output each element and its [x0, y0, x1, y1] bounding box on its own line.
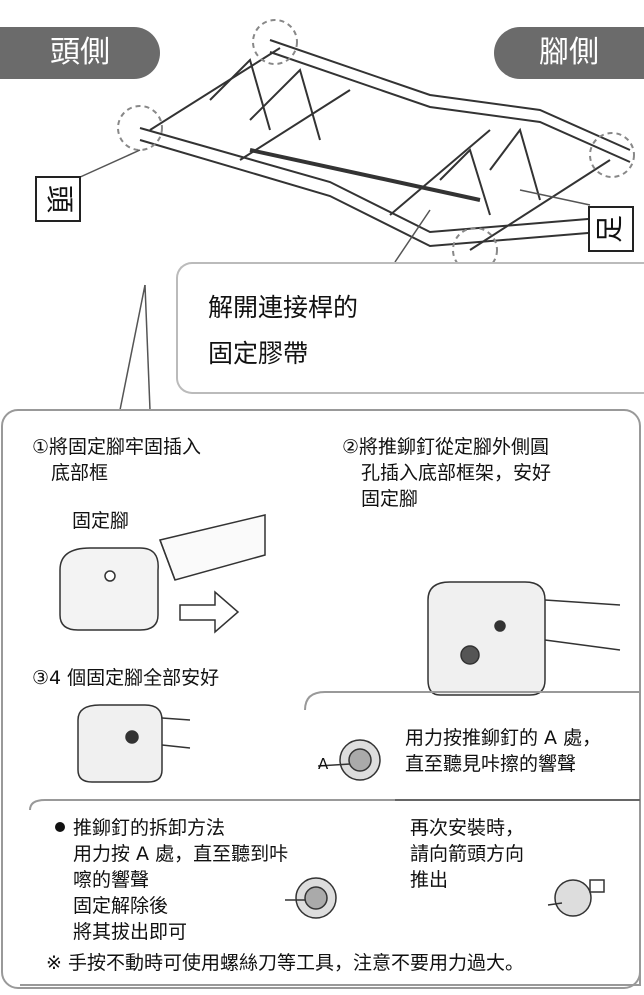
leader-detail [119, 284, 146, 411]
frame-rail-back-lower [269, 51, 631, 163]
head-mark-icon: 頭 [35, 176, 81, 222]
step1-label: 固定腳 [72, 510, 130, 532]
removal-text: 用力按 A 處，直至聽到咔 嚓的響聲 固定解除後 將其拔出即可 [73, 843, 289, 943]
press-box-outline [304, 691, 640, 711]
frame-rail-back [269, 39, 631, 151]
lift-arm-3 [439, 148, 491, 216]
dashed-circle-3 [589, 132, 635, 178]
press-text: 用力按推鉚釘的 A 處， 直至聽見咔擦的響聲 [405, 727, 602, 775]
lift-arm-1 [209, 58, 271, 131]
dashed-circle-4 [452, 227, 498, 273]
cross-member-head [149, 47, 281, 131]
step3-drawing [77, 704, 191, 783]
bullet-icon [55, 822, 65, 832]
frame-rail-front-lower [139, 139, 601, 248]
reinstall-text: 再次安裝時， 請向箭頭方向 推出 [410, 817, 525, 891]
step1-text: ①將固定腳牢固插入 底部框 [32, 436, 202, 484]
rivet-reinstall-icon [547, 879, 605, 917]
point-a-label: A [318, 755, 329, 773]
dashed-circle-2 [117, 105, 163, 151]
head-side-pill: 頭側 [0, 27, 160, 79]
step1-drawing [59, 514, 266, 634]
rivet-press-icon [317, 739, 381, 781]
leader-detail-2 [144, 284, 151, 411]
cross-member-foot [469, 159, 611, 251]
step3-text: ③4 個固定腳全部安好 [32, 667, 220, 689]
rivet-remove-icon [285, 877, 337, 919]
cross-member-mid1 [239, 89, 351, 161]
cross-member-mid2 [389, 129, 491, 216]
leader-head [77, 149, 141, 179]
leader-foot [519, 189, 591, 206]
dashed-circle-1 [252, 19, 298, 65]
connecting-rod [249, 148, 481, 202]
lift-arm-4 [489, 127, 541, 201]
leader-callout [394, 209, 431, 263]
removal-title: 推鉚釘的拆卸方法 [73, 817, 226, 839]
step2-text: ②將推鉚釘從定腳外側圓 孔插入底部框架，安好 固定腳 [342, 436, 552, 510]
foot-mark-icon: 足 [588, 206, 634, 252]
foot-side-pill: 腳側 [494, 27, 644, 79]
frame-rail-front [139, 127, 601, 234]
lift-arm-2 [249, 68, 321, 141]
callout-box [176, 262, 644, 394]
note-text: ※ 手按不動時可使用螺絲刀等工具，注意不要用力過大。 [46, 952, 524, 974]
callout-text: 解開連接桿的 固定膠帶 [208, 293, 359, 368]
step2-drawing [427, 581, 621, 696]
instruction-panel [1, 409, 641, 989]
